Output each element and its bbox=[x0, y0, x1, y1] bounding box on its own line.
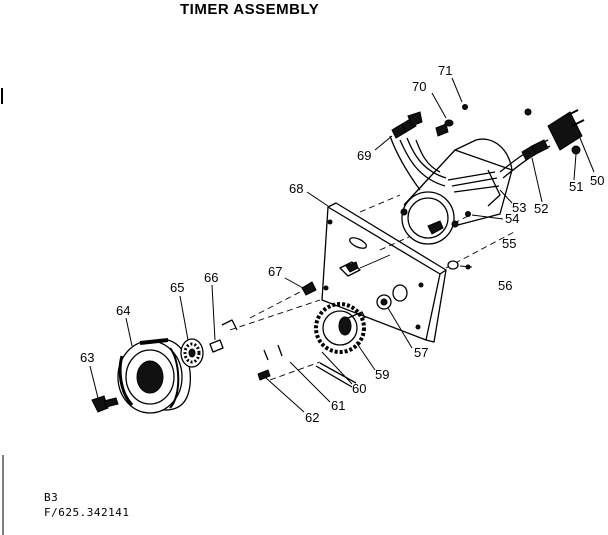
leader-line-69 bbox=[374, 135, 393, 151]
part-label-64: 64 bbox=[116, 303, 130, 318]
part-label-70: 70 bbox=[412, 79, 426, 94]
small-hardware-part bbox=[447, 211, 471, 270]
shaft-bushing-part bbox=[301, 254, 391, 296]
diagram-title: TIMER ASSEMBLY bbox=[180, 1, 320, 18]
leader-line-70 bbox=[431, 92, 447, 119]
drive-gear-part bbox=[314, 302, 366, 354]
part-label-65: 65 bbox=[170, 280, 184, 295]
part-label-69: 69 bbox=[357, 148, 371, 163]
mounting-plate-part bbox=[321, 202, 447, 343]
leader-line-66 bbox=[211, 284, 216, 341]
drawing-code-line-2: F/625.342141 bbox=[44, 506, 130, 519]
set-screw-part bbox=[209, 319, 238, 353]
small-gear-part bbox=[376, 294, 392, 310]
power-cord-part bbox=[499, 108, 585, 179]
leader-line-50 bbox=[579, 137, 595, 173]
part-label-54: 54 bbox=[505, 211, 519, 226]
part-label-71: 71 bbox=[438, 63, 452, 78]
screw-washer-part bbox=[444, 104, 468, 127]
leader-line-61 bbox=[289, 361, 331, 403]
leader-line-53 bbox=[499, 189, 513, 204]
wire-leads-part bbox=[389, 111, 449, 191]
leader-line-63 bbox=[89, 365, 99, 399]
part-label-57: 57 bbox=[414, 345, 428, 360]
part-label-52: 52 bbox=[534, 201, 548, 216]
part-label-55: 55 bbox=[502, 236, 516, 251]
leader-line-68 bbox=[306, 191, 329, 207]
part-label-53: 53 bbox=[512, 200, 526, 215]
part-label-63: 63 bbox=[80, 350, 94, 365]
part-label-61: 61 bbox=[331, 398, 345, 413]
shaft-pin-part bbox=[257, 344, 357, 388]
leader-line-54 bbox=[471, 214, 504, 220]
leader-line-51 bbox=[573, 153, 577, 181]
part-label-68: 68 bbox=[289, 181, 303, 196]
leader-line-65 bbox=[179, 295, 189, 341]
part-label-50: 50 bbox=[590, 173, 604, 188]
assembly-axis-lines bbox=[229, 194, 517, 381]
leader-line-67 bbox=[284, 277, 304, 289]
leader-line-57 bbox=[387, 307, 413, 349]
drawing-code-line-1: B3 bbox=[44, 491, 59, 504]
timer-motor-part bbox=[400, 138, 513, 245]
part-label-60: 60 bbox=[352, 381, 366, 396]
bearing-ring-part bbox=[180, 338, 204, 368]
part-label-67: 67 bbox=[268, 264, 282, 279]
leader-line-56 bbox=[459, 265, 473, 268]
leader-line-62 bbox=[265, 377, 305, 413]
part-label-59: 59 bbox=[375, 367, 389, 382]
leader-line-60 bbox=[321, 351, 353, 385]
part-label-51: 51 bbox=[569, 179, 583, 194]
part-label-66: 66 bbox=[204, 270, 218, 285]
timer-knob-housing-part bbox=[117, 338, 191, 414]
part-label-56: 56 bbox=[498, 278, 512, 293]
part-label-62: 62 bbox=[305, 410, 319, 425]
knob-screw-part bbox=[91, 395, 119, 413]
leader-line-59 bbox=[355, 341, 376, 371]
leader-line-52 bbox=[531, 157, 543, 203]
leader-line-71 bbox=[451, 77, 463, 103]
leader-line-64 bbox=[125, 317, 133, 347]
